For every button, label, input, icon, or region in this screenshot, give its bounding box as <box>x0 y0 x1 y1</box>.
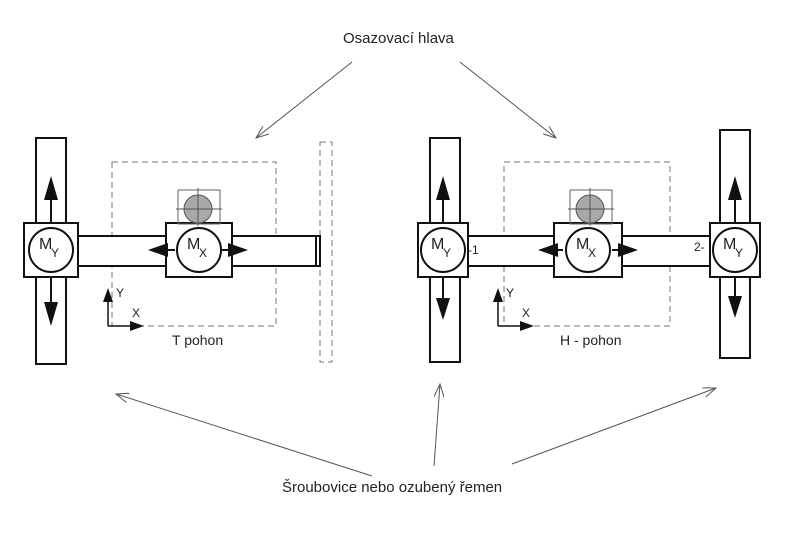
h-connector-2-label: 2- <box>694 240 705 254</box>
h-connector-1-label: -1 <box>468 243 479 257</box>
h-right-motor-circle <box>712 227 758 273</box>
t-nozzle-box <box>177 189 221 225</box>
head-label: Osazovací hlava <box>343 30 454 47</box>
t-axis-y-arrow-icon <box>103 288 113 302</box>
h-drive-label: H - pohon <box>560 332 622 348</box>
head-pointer-left <box>256 61 353 138</box>
h-axis-x-arrow-icon <box>520 321 534 331</box>
head-pointer-right <box>459 61 556 138</box>
h-axis-y-label: Y <box>506 286 515 300</box>
h-x-motor-circle <box>565 227 611 273</box>
screw-pointer-middle <box>433 384 440 467</box>
screw-label: Šroubovice nebo ozubený řemen <box>282 479 503 496</box>
h-axis-y-arrow-icon <box>493 288 503 302</box>
screw-pointer-left <box>116 394 373 477</box>
screw-pointer-right <box>511 388 716 465</box>
t-drive-group <box>23 137 333 365</box>
h-nozzle-box <box>569 189 613 225</box>
t-y-motor-circle <box>28 227 74 273</box>
h-axis-x-label: X <box>522 306 531 320</box>
h-left-motor-circle <box>420 227 466 273</box>
t-axis-x-label: X <box>132 306 141 320</box>
t-x-right-arrow-icon <box>228 243 248 257</box>
h-x-left-arrow-icon <box>538 243 558 257</box>
t-drive-label: T pohon <box>172 332 224 348</box>
h-x-right-arrow-icon <box>618 243 638 257</box>
h-right-up-arrow-icon <box>728 176 742 200</box>
t-axis-x-arrow-icon <box>130 321 144 331</box>
h-drive-group <box>417 129 761 363</box>
h-head-outline <box>503 161 671 327</box>
t-x-left-arrow-icon <box>148 243 168 257</box>
annotation-arrows <box>116 61 716 477</box>
t-y-up-arrow-icon <box>44 176 58 200</box>
h-right-down-arrow-icon <box>728 296 742 318</box>
t-axis-y-label: Y <box>116 286 125 300</box>
t-dashed-rail <box>319 141 333 363</box>
h-left-up-arrow-icon <box>436 176 450 200</box>
t-y-down-arrow-icon <box>44 302 58 326</box>
h-left-down-arrow-icon <box>436 298 450 320</box>
t-x-motor-circle <box>176 227 222 273</box>
